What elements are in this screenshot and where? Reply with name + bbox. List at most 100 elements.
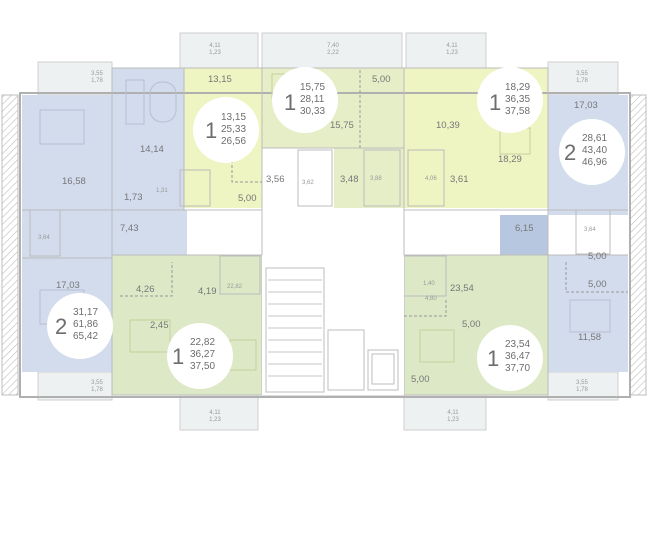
room-area: 3,88	[370, 176, 382, 182]
apt-fill-blue-left-mid	[22, 210, 187, 258]
room-area: 5,00	[588, 279, 607, 290]
total-area: 25,33	[221, 124, 246, 135]
room-area: 3,62	[302, 180, 314, 186]
total-area-with-balcony: 26,56	[221, 136, 246, 147]
furniture	[39, 79, 611, 333]
balcony-label-b: 1,78	[576, 387, 588, 393]
room-area: 10,39	[436, 120, 460, 131]
room-area: 13,15	[208, 74, 232, 85]
apartment-info-6: 1 22,82 36,27 37,50	[167, 323, 233, 389]
apartment-rooms: 1	[489, 90, 501, 115]
total-area-with-balcony: 37,50	[190, 361, 215, 372]
balcony-label-b: 1,78	[91, 78, 103, 84]
room-area: 14,14	[140, 144, 164, 155]
room-area: 3,56	[266, 174, 285, 185]
apartment-rooms: 1	[172, 344, 184, 369]
living-area: 18,29	[505, 82, 530, 93]
room-area: 1,31	[156, 188, 168, 194]
hatch-wall-left	[1, 94, 19, 396]
balcony-label-a: 4,11	[209, 43, 221, 49]
room-area: 3,64	[38, 235, 50, 241]
total-area: 43,40	[582, 145, 607, 156]
total-area-with-balcony: 37,58	[505, 106, 530, 117]
balconies	[37, 32, 619, 431]
apt-fill-blue-left-2	[112, 68, 184, 210]
apt-fill-blue-right-mid	[500, 215, 548, 255]
total-area-with-balcony: 37,70	[505, 363, 530, 374]
room-area: 16,58	[62, 176, 86, 187]
living-area: 31,17	[73, 307, 98, 318]
living-area: 13,15	[221, 112, 246, 123]
room-area: 4,80	[425, 296, 437, 302]
apartment-rooms: 1	[205, 118, 217, 143]
total-area: 36,35	[505, 94, 530, 105]
room-area: 17,03	[574, 100, 598, 111]
living-area: 22,82	[190, 337, 215, 348]
balcony-label-b: 1,78	[576, 78, 588, 84]
room-area: 4,06	[425, 176, 437, 182]
apartment-rooms: 1	[487, 346, 499, 371]
balcony-left-bottom	[37, 371, 113, 401]
balcony-label-a: 3,55	[91, 380, 103, 386]
stair-core	[262, 255, 404, 395]
balcony-label-a: 3,55	[576, 380, 588, 386]
apartment-rooms: 2	[564, 140, 576, 165]
room-area: 5,00	[372, 74, 391, 85]
living-area: 15,75	[300, 82, 325, 93]
room-area: 17,03	[56, 280, 80, 291]
balcony-bottom-right	[403, 394, 487, 431]
room-area: 5,00	[462, 319, 481, 330]
balcony-label-b: 1,23	[209, 417, 221, 423]
room-area: 3,48	[340, 174, 359, 185]
apartment-rooms: 2	[55, 314, 67, 339]
balcony-label-b: 1,23	[446, 50, 458, 56]
apartment-info-4: 2 28,61 43,40 46,96	[559, 119, 625, 185]
apartment-info-2: 1 15,75 28,11 30,33	[272, 67, 338, 133]
balcony-label-a: 3,55	[91, 71, 103, 77]
apt-fill-blue-right-bottom	[548, 255, 628, 372]
total-area-with-balcony: 65,42	[73, 331, 98, 342]
hatch-wall-right	[629, 94, 647, 396]
living-area: 23,54	[505, 339, 530, 350]
balcony-label-a: 4,11	[447, 410, 459, 416]
apartment-rooms: 1	[284, 90, 296, 115]
total-area-with-balcony: 46,96	[582, 157, 607, 168]
room-area: 1,40	[423, 281, 435, 287]
apt-fill-blue-left	[22, 95, 112, 210]
room-area: 1,73	[124, 192, 143, 203]
room-area: 2,45	[150, 320, 169, 331]
room-area: 23,54	[450, 283, 474, 294]
balcony-label-a: 4,11	[446, 43, 458, 49]
room-area: 4,26	[136, 284, 155, 295]
apartment-info: 1 13,15 25,33 26,56 1 15,75 28,11 30,33 …	[47, 67, 625, 391]
room-area: 22,82	[227, 284, 243, 290]
balcony-label-b: 1,23	[447, 417, 459, 423]
room-area: 5,00	[588, 251, 607, 262]
apartment-info-7: 1 23,54 36,47 37,70	[477, 325, 543, 391]
room-area: 3,61	[450, 174, 469, 185]
balcony-label-b: 1,78	[91, 387, 103, 393]
balcony-label-b: 1,23	[209, 50, 221, 56]
room-area: 5,00	[411, 374, 430, 385]
room-area: 11,58	[578, 332, 601, 343]
balcony-labels: 4,11 1,23 7,40 2,22 4,11 1,23 3,55 1,78 …	[91, 43, 588, 423]
room-area: 18,29	[498, 154, 522, 165]
total-area: 28,11	[300, 94, 325, 105]
apartment-info-3: 1 18,29 36,35 37,58	[477, 67, 543, 133]
balcony-right-bottom	[547, 371, 619, 401]
balcony-label-a: 3,55	[576, 71, 588, 77]
room-area: 5,00	[238, 193, 257, 204]
balcony-label-a: 4,11	[209, 410, 221, 416]
apartment-info-5: 2 31,17 61,86 65,42	[47, 293, 113, 359]
room-area: 3,64	[584, 227, 596, 233]
total-area: 36,47	[505, 351, 530, 362]
room-labels: 13,15 5,00 14,14 16,58 1,73 1,31 3,56 3,…	[38, 74, 607, 385]
balcony-label-b: 2,22	[327, 50, 339, 56]
room-area: 6,15	[515, 223, 534, 234]
total-area: 61,86	[73, 319, 98, 330]
total-area: 36,27	[190, 349, 215, 360]
living-area: 28,61	[582, 133, 607, 144]
room-area: 7,43	[120, 223, 139, 234]
apt-fill-yellow-2b	[334, 148, 404, 208]
